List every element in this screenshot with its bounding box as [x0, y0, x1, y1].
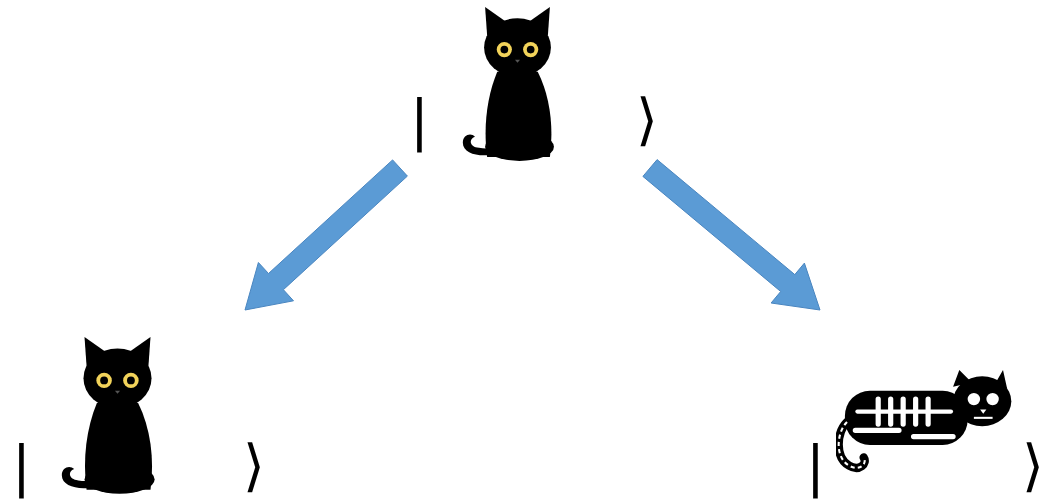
ket-bar: |	[806, 438, 825, 494]
alive-cat	[455, 5, 580, 167]
skeleton-cat	[836, 370, 1014, 474]
ket-bar: |	[410, 92, 429, 148]
ket-bracket: ⟩	[1022, 438, 1044, 494]
ket-state: |⟩	[800, 310, 1045, 504]
block-arrow	[245, 160, 407, 310]
ket-bracket: ⟩	[243, 438, 265, 494]
ket-bar: |	[12, 438, 31, 494]
alive-cat	[55, 335, 180, 500]
ket-bracket: ⟩	[636, 92, 658, 148]
ket-state: |⟩	[390, 0, 660, 168]
block-arrow	[643, 160, 820, 310]
ket-state: |⟩	[0, 310, 262, 504]
